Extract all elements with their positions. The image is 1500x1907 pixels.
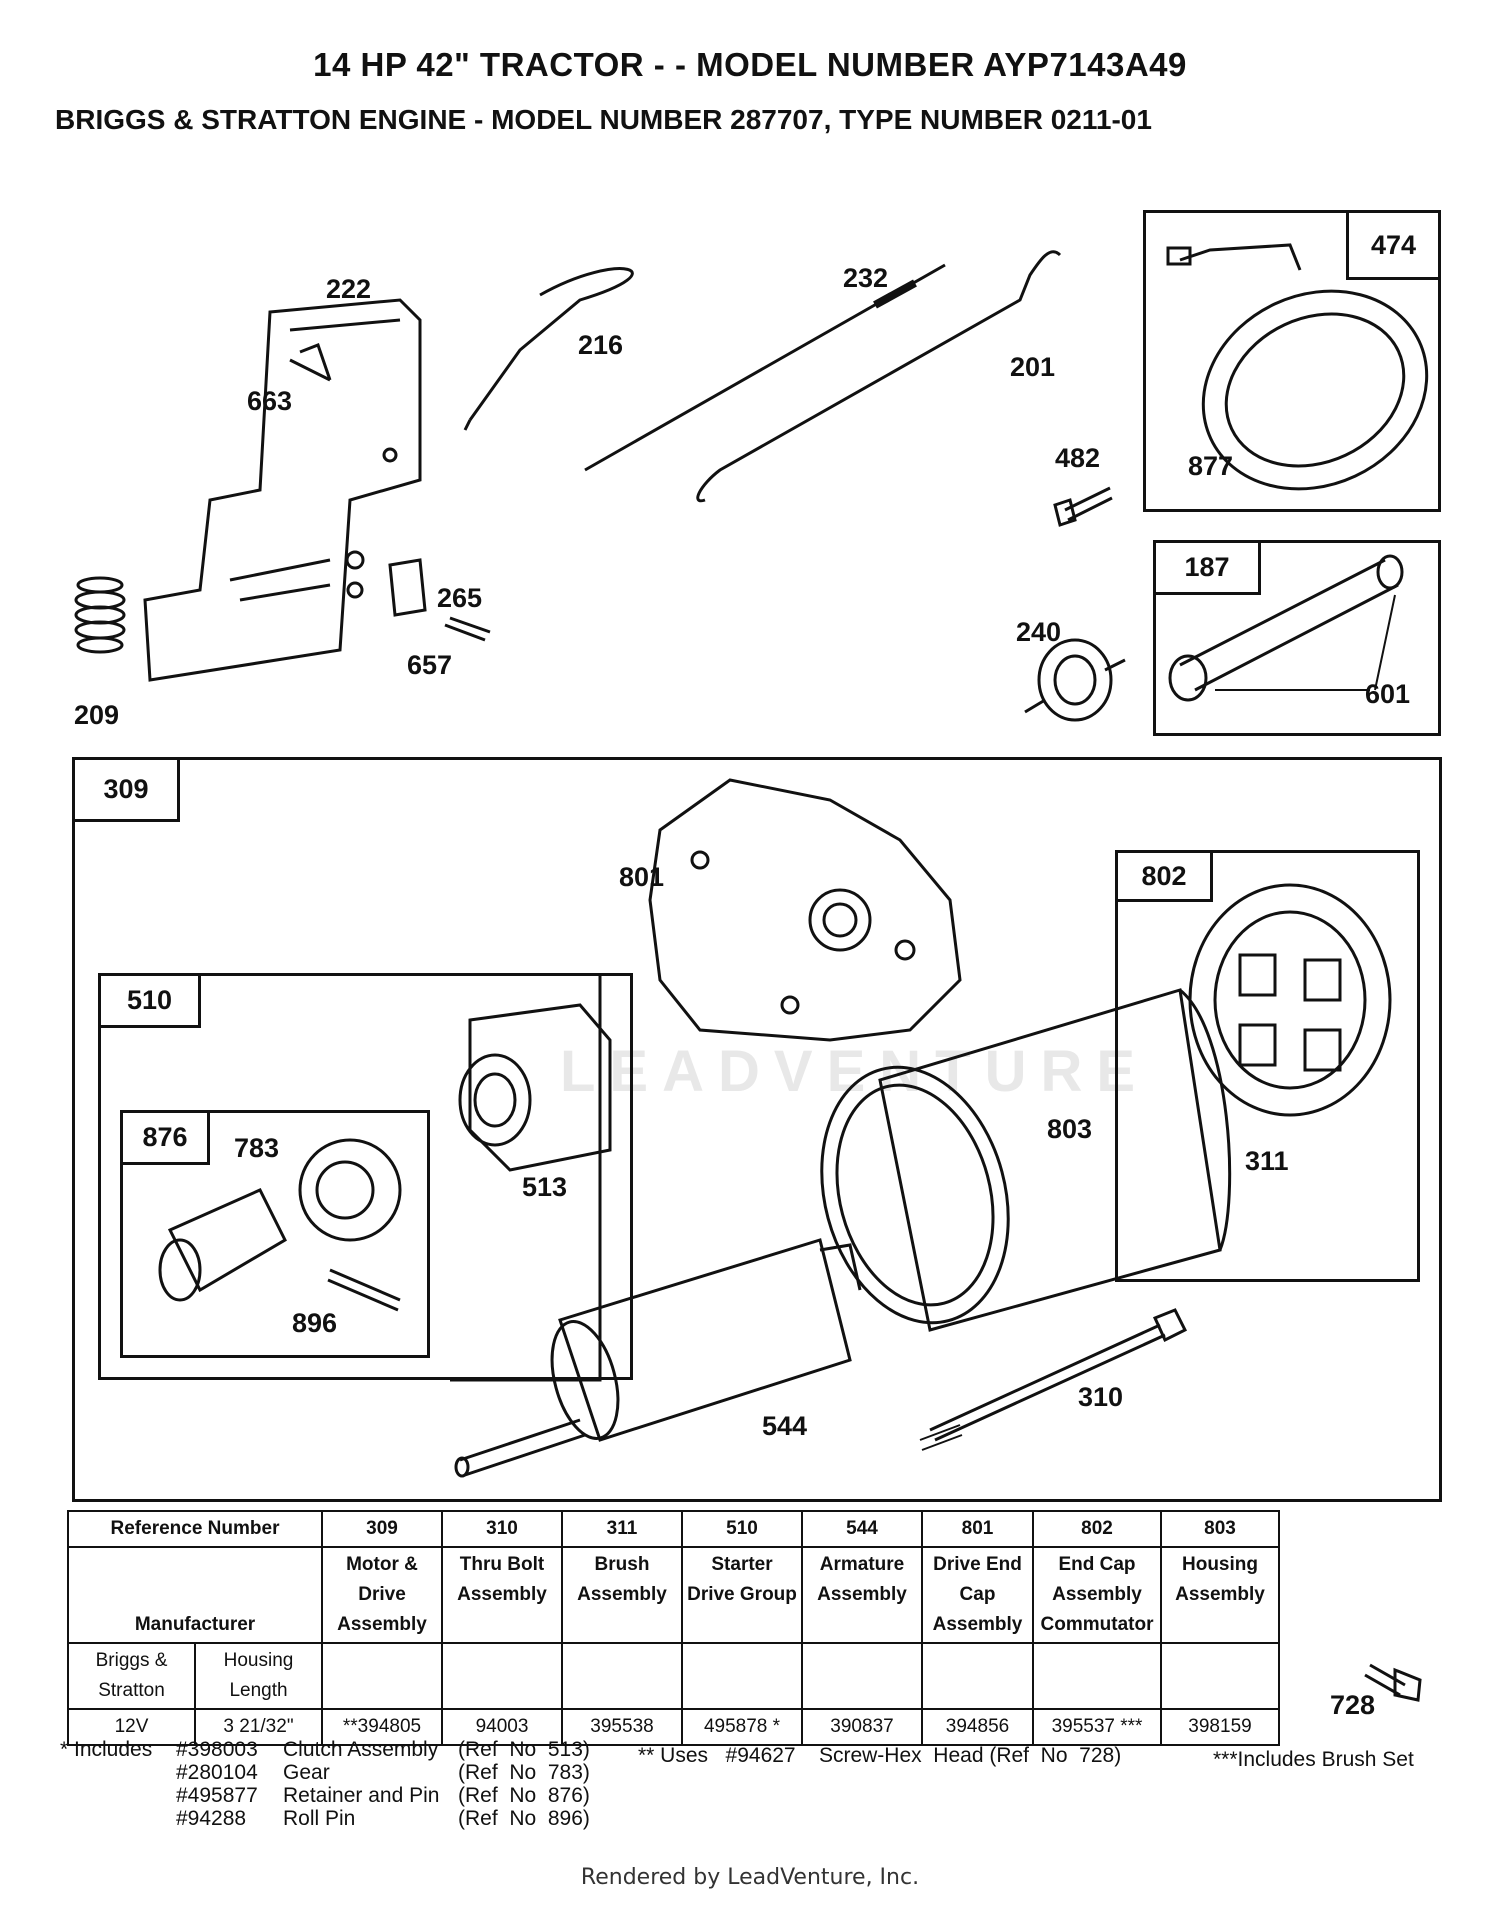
callout-482: 482 xyxy=(1055,443,1101,473)
name-311: Brush Assembly xyxy=(561,1546,683,1644)
callout-240: 240 xyxy=(1016,617,1062,647)
part-311: 395538 xyxy=(561,1708,683,1746)
part-310: 94003 xyxy=(441,1708,563,1746)
includes-ref: (Ref No 513) xyxy=(458,1738,590,1761)
callout-783: 783 xyxy=(234,1133,280,1163)
includes-num: #280104 xyxy=(176,1761,258,1784)
footer-credit: Rendered by LeadVenture, Inc. xyxy=(580,1865,920,1890)
box-876 xyxy=(120,1110,430,1358)
callout-513: 513 xyxy=(522,1172,568,1202)
housing-length: 3 21/32" xyxy=(194,1708,323,1746)
part-803: 398159 xyxy=(1160,1708,1280,1746)
table-row-subheader: Briggs & Stratton Housing Length xyxy=(67,1642,1280,1710)
name-801: Drive End Cap Assembly xyxy=(921,1546,1034,1644)
name-802: End Cap Assembly Commutator xyxy=(1032,1546,1162,1644)
name-309: Motor & Drive Assembly xyxy=(321,1546,443,1644)
box-510 xyxy=(98,973,633,1380)
diagram-title: 14 HP 42" TRACTOR - - MODEL NUMBER AYP71… xyxy=(313,46,1187,83)
callout-728: 728 xyxy=(1330,1690,1376,1720)
part-544: 390837 xyxy=(801,1708,923,1746)
callout-222: 222 xyxy=(326,274,372,304)
table-row-parts: 12V 3 21/32" **394805 94003 395538 49587… xyxy=(67,1708,1280,1746)
includes-desc: Clutch Assembly xyxy=(283,1738,439,1761)
includes-desc: Retainer and Pin xyxy=(283,1784,440,1807)
ref-802: 802 xyxy=(1032,1510,1162,1548)
housing-length-label: Housing Length xyxy=(194,1642,323,1710)
box-label-802: 802 xyxy=(1115,850,1213,902)
callout-663: 663 xyxy=(247,386,293,416)
callout-877: 877 xyxy=(1188,451,1234,481)
name-510: Starter Drive Group xyxy=(681,1546,803,1644)
box-label-309: 309 xyxy=(72,757,180,822)
box-474 xyxy=(1143,210,1441,512)
box-label-187: 187 xyxy=(1153,540,1261,595)
part-801: 394856 xyxy=(921,1708,1034,1746)
callout-310: 310 xyxy=(1078,1382,1124,1412)
box-label-510: 510 xyxy=(98,973,201,1028)
callout-216: 216 xyxy=(578,330,624,360)
includes-num: #398003 xyxy=(176,1738,258,1761)
includes-num: #94288 xyxy=(176,1807,247,1830)
box-187 xyxy=(1153,540,1441,736)
manufacturer-label: Manufacturer xyxy=(67,1546,323,1644)
callout-311: 311 xyxy=(1245,1146,1289,1176)
name-544: Armature Assembly xyxy=(801,1546,923,1644)
ref-803: 803 xyxy=(1160,1510,1280,1548)
mfr-name: Briggs & Stratton xyxy=(67,1642,196,1710)
callout-232: 232 xyxy=(843,263,889,293)
ref-544: 544 xyxy=(801,1510,923,1548)
part-802: 395537 *** xyxy=(1032,1708,1162,1746)
part-510: 495878 * xyxy=(681,1708,803,1746)
ref-309: 309 xyxy=(321,1510,443,1548)
includes-ref: (Ref No 896) xyxy=(458,1807,590,1830)
ref-number-label: Reference Number xyxy=(67,1510,323,1548)
callout-544: 544 xyxy=(762,1411,808,1441)
ref-310: 310 xyxy=(441,1510,563,1548)
voltage: 12V xyxy=(67,1708,196,1746)
callout-803: 803 xyxy=(1047,1114,1093,1144)
includes-ref: (Ref No 876) xyxy=(458,1784,590,1807)
name-310: Thru Bolt Assembly xyxy=(441,1546,563,1644)
parts-table: Reference Number 309 310 311 510 544 801… xyxy=(67,1510,1280,1746)
callout-201: 201 xyxy=(1010,352,1056,382)
ref-510: 510 xyxy=(681,1510,803,1548)
includes-ref: (Ref No 783) xyxy=(458,1761,590,1784)
callout-896: 896 xyxy=(292,1308,338,1338)
callout-657: 657 xyxy=(407,650,453,680)
callout-265: 265 xyxy=(437,583,483,613)
callout-801: 801 xyxy=(619,862,665,892)
box-label-474: 474 xyxy=(1346,210,1441,280)
part-309: **394805 xyxy=(321,1708,443,1746)
ref-801: 801 xyxy=(921,1510,1034,1548)
engine-subtitle: BRIGGS & STRATTON ENGINE - MODEL NUMBER … xyxy=(55,104,1152,135)
box-802 xyxy=(1115,850,1420,1282)
table-row-ref: Reference Number 309 310 311 510 544 801… xyxy=(67,1510,1280,1548)
includes-label: * Includes xyxy=(60,1738,153,1761)
name-803: Housing Assembly xyxy=(1160,1546,1280,1644)
includes-num: #495877 xyxy=(176,1784,258,1807)
brush-set-note: ***Includes Brush Set xyxy=(1213,1748,1414,1771)
callout-601: 601 xyxy=(1365,679,1411,709)
box-309 xyxy=(72,757,1442,1502)
callout-209: 209 xyxy=(74,700,120,730)
ref-311: 311 xyxy=(561,1510,683,1548)
table-row-names: Manufacturer Motor & Drive Assembly Thru… xyxy=(67,1546,1280,1644)
uses-note: ** Uses #94627 Screw-Hex Head (Ref No 72… xyxy=(638,1744,1122,1767)
includes-desc: Gear xyxy=(283,1761,330,1784)
box-label-876: 876 xyxy=(120,1110,210,1165)
includes-desc: Roll Pin xyxy=(283,1807,356,1830)
